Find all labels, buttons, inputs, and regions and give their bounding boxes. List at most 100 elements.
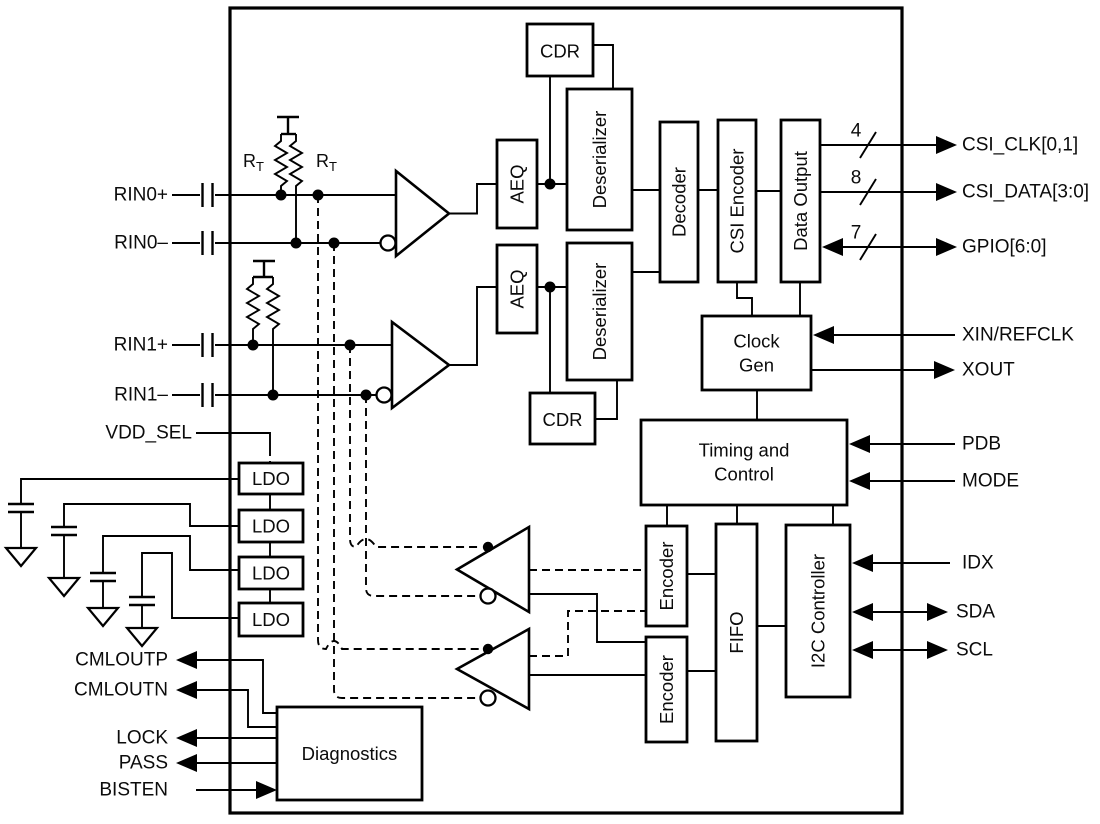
timing-control-label-line1: Timing and — [699, 440, 790, 461]
junction-dot — [290, 237, 302, 249]
arrow-left-icon — [813, 326, 834, 344]
junction-dot — [312, 189, 324, 201]
data-output-label: Data Output — [790, 151, 811, 251]
diagnostics-label: Diagnostics — [302, 743, 398, 764]
junction-dot — [344, 339, 356, 351]
arrow-right-icon — [936, 238, 957, 256]
pin-label-pass: PASS — [119, 753, 168, 774]
arrow-left-icon — [176, 729, 197, 747]
arrow-left-icon — [822, 238, 843, 256]
function-blocks: CDR Deserializer AEQ Deserializer AEQ CD… — [237, 22, 852, 802]
arrow-left-icon — [176, 651, 197, 669]
arrow-left-icon — [849, 472, 870, 490]
chip-outline — [228, 6, 904, 815]
decoder-label: Decoder — [669, 167, 690, 237]
i2c-controller-label: I2C Controller — [808, 554, 829, 668]
dashed-rin1n-tap — [365, 395, 478, 597]
capacitor-icon — [201, 383, 214, 407]
wire-ldo4-cap — [141, 552, 239, 619]
amplifier-icon — [390, 319, 452, 411]
pin-label-idx: IDX — [962, 553, 994, 574]
bus-width-gpio: 7 — [851, 223, 862, 244]
data-output-box — [779, 118, 822, 284]
capacitor-icon — [90, 571, 116, 583]
ldo2-box — [237, 508, 305, 544]
bus-width-csi-data: 8 — [851, 168, 862, 189]
inverting-output-bubble — [479, 689, 497, 707]
arrow-right-icon — [934, 361, 955, 379]
capacitor-icon — [201, 333, 214, 357]
arrow-right-icon — [936, 136, 957, 154]
external-decoupling-caps — [3, 502, 160, 648]
rt-label-left: RT — [243, 151, 264, 174]
resistor-icon — [273, 134, 289, 195]
noninverting-output-dot — [482, 541, 494, 553]
cdr-top-box — [525, 22, 595, 78]
pin-label-xin-refclk: XIN/REFCLK — [962, 325, 1074, 346]
back-channel-driver-bottom — [454, 626, 531, 712]
inverting-input-bubble — [375, 386, 393, 404]
pin-label-csi-data: CSI_DATA[3:0] — [962, 182, 1089, 203]
aeq-top-box — [495, 138, 539, 230]
input-receiver-rin1 — [375, 319, 452, 411]
csi-encoder-label: CSI Encoder — [727, 149, 748, 254]
capacitor-icon — [51, 525, 77, 537]
arrow-right-icon — [936, 183, 957, 201]
pin-label-rin0n: RIN0– — [114, 233, 168, 254]
pin-label-rin1p: RIN1+ — [114, 335, 168, 356]
timing-control-box — [639, 418, 849, 507]
aeq-bottom-label: AEQ — [507, 269, 528, 308]
bus-width-csi-clk: 4 — [851, 121, 862, 142]
inverting-output-bubble — [479, 587, 497, 605]
ldo1-box — [237, 461, 305, 496]
arrow-left-icon — [852, 641, 873, 659]
amplifier-icon — [394, 168, 452, 259]
resistor-icon — [265, 277, 281, 395]
deserializer-top-label: Deserializer — [589, 111, 610, 209]
arrowheads — [176, 136, 957, 799]
capacitor-icon — [201, 231, 214, 255]
fifo-label: FIFO — [726, 611, 747, 653]
junction-dot — [328, 237, 340, 249]
capacitor-icon — [8, 502, 34, 514]
arrow-left-icon — [176, 681, 197, 699]
wire-cmltop-encoder-bottom — [529, 593, 646, 643]
decoder-box — [658, 120, 700, 284]
junction-dot — [544, 281, 556, 293]
wire-vddsel — [196, 432, 271, 448]
encoder-top-box — [644, 524, 689, 628]
input-coupling-caps — [201, 183, 214, 407]
noninverting-output-dot — [482, 643, 494, 655]
encoder-bottom-label: Encoder — [656, 655, 677, 724]
clock-gen-box — [700, 314, 813, 392]
arrow-left-icon — [852, 554, 873, 572]
cdr-bottom-box — [528, 391, 597, 446]
arrow-left-icon — [176, 754, 197, 772]
junction-dots — [247, 178, 556, 401]
termination-network-rin1 — [245, 259, 281, 395]
junction-dot — [275, 189, 287, 201]
termination-network-rin0: RT RT — [243, 115, 337, 243]
signal-wires — [20, 44, 955, 791]
dashed-rin0p-tap — [317, 195, 481, 650]
timing-control-label-line2: Control — [714, 464, 774, 485]
deserializer-top-box — [565, 87, 634, 232]
diagnostics-box — [275, 705, 424, 802]
aeq-top-label: AEQ — [507, 164, 528, 203]
ground-icon — [3, 546, 39, 568]
junction-dot — [544, 178, 556, 190]
ldo1-label: LDO — [252, 468, 290, 489]
pin-labels-right: CSI_CLK[0,1] CSI_DATA[3:0] GPIO[6:0] XIN… — [956, 135, 1089, 661]
resistor-icon — [245, 277, 261, 345]
wire-amp0-aeq0 — [449, 183, 497, 215]
pin-label-mode: MODE — [962, 471, 1019, 492]
bus-slash-icon — [859, 131, 877, 159]
wire-csienc-clockgen — [736, 282, 753, 316]
pin-label-rin1n: RIN1– — [114, 385, 168, 406]
pin-label-cmloutp: CMLOUTP — [75, 650, 168, 671]
ldo3-label: LDO — [252, 563, 290, 584]
junction-dot — [247, 339, 259, 351]
encoder-bottom-box — [644, 635, 689, 744]
input-receiver-rin0 — [379, 168, 452, 259]
